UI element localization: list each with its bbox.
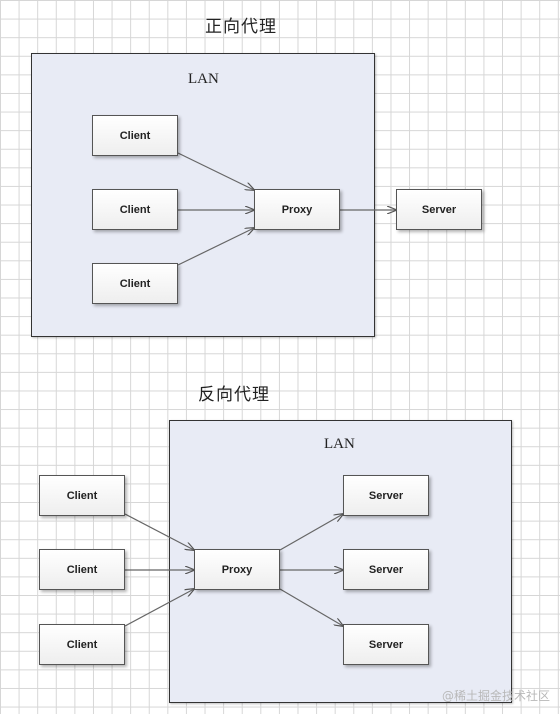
reverse-arrow-client3-proxy — [124, 589, 194, 627]
forward-client-2: Client — [92, 189, 178, 230]
reverse-arrow-client1-proxy — [124, 513, 194, 550]
forward-lan-label: LAN — [188, 71, 219, 87]
reverse-server-3: Server — [343, 624, 429, 665]
reverse-arrow-proxy-server1 — [279, 514, 343, 551]
forward-arrow-client1-proxy — [177, 152, 254, 190]
forward-server-node: Server — [396, 189, 482, 230]
forward-proxy-title: 正向代理 — [205, 17, 277, 37]
reverse-client-3: Client — [39, 624, 125, 665]
reverse-lan-label: LAN — [324, 436, 355, 452]
forward-proxy-node: Proxy — [254, 189, 340, 230]
reverse-proxy-title: 反向代理 — [198, 385, 270, 405]
reverse-arrow-proxy-server3 — [279, 588, 343, 626]
forward-arrow-client3-proxy — [177, 228, 254, 266]
forward-client-1: Client — [92, 115, 178, 156]
reverse-server-1: Server — [343, 475, 429, 516]
reverse-proxy-node: Proxy — [194, 549, 280, 590]
reverse-server-2: Server — [343, 549, 429, 590]
watermark: @稀土掘金技术社区 — [441, 689, 550, 703]
reverse-client-1: Client — [39, 475, 125, 516]
reverse-client-2: Client — [39, 549, 125, 590]
forward-client-3: Client — [92, 263, 178, 304]
